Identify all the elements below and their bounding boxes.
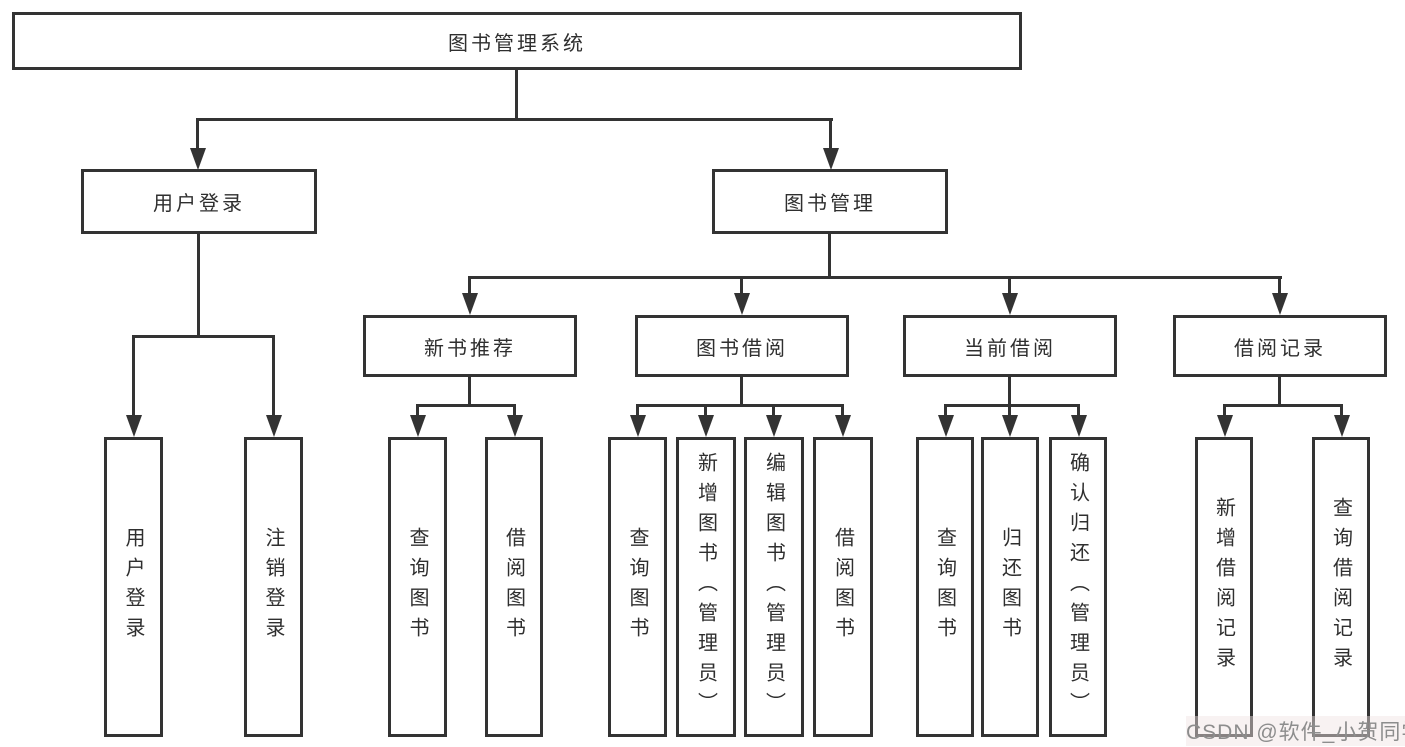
- arrow-down-icon: [507, 415, 523, 437]
- connector-vline: [132, 335, 135, 417]
- node-edit-books-admin: 编辑图书（管理员）: [744, 437, 804, 737]
- arrow-down-icon: [462, 293, 478, 315]
- arrow-down-icon: [410, 415, 426, 437]
- leaf-label: 查询图书: [933, 527, 956, 647]
- leaf-label: 注销登录: [262, 527, 284, 647]
- leaf-label: 归还图书: [998, 527, 1021, 647]
- node-query-books-recommend: 查询图书: [388, 437, 447, 737]
- connector-vline: [841, 404, 844, 417]
- node-borrow-books: 借阅图书: [813, 437, 873, 737]
- leaf-label: 编辑图书（管理员）: [762, 452, 785, 722]
- leaf-label: 借阅图书: [502, 527, 525, 647]
- node-user-login: 用户登录: [81, 169, 317, 234]
- node-confirm-return-admin: 确认归还（管理员）: [1049, 437, 1107, 737]
- node-query-books-borrow: 查询图书: [608, 437, 667, 737]
- leaf-label: 新增图书（管理员）: [694, 452, 717, 722]
- connector-vline: [468, 377, 471, 406]
- node-query-books-current: 查询图书: [916, 437, 974, 737]
- connector-vline: [272, 335, 275, 417]
- connector-hline: [416, 404, 516, 407]
- arrow-down-icon: [766, 415, 782, 437]
- connector-vline: [944, 404, 947, 417]
- connector-vline: [1008, 276, 1011, 295]
- arrow-down-icon: [698, 415, 714, 437]
- connector-vline: [1008, 404, 1011, 417]
- connector-hline: [1223, 404, 1343, 407]
- connector-vline: [1008, 377, 1011, 406]
- node-return-books: 归还图书: [981, 437, 1039, 737]
- connector-hline: [132, 335, 275, 338]
- connector-vline: [1340, 404, 1343, 417]
- leaf-label: 查询借阅记录: [1329, 497, 1352, 677]
- connector-vline: [196, 118, 199, 150]
- leaf-label: 借阅图书: [831, 527, 854, 647]
- arrow-down-icon: [126, 415, 142, 437]
- arrow-down-icon: [1334, 415, 1350, 437]
- connector-vline: [740, 377, 743, 406]
- connector-hline: [944, 404, 1080, 407]
- connector-vline: [1223, 404, 1226, 417]
- connector-vline: [704, 404, 707, 417]
- node-add-books-admin: 新增图书（管理员）: [676, 437, 736, 737]
- connector-vline: [468, 276, 471, 295]
- arrow-down-icon: [1272, 293, 1288, 315]
- arrow-down-icon: [938, 415, 954, 437]
- arrow-down-icon: [630, 415, 646, 437]
- connector-vline: [636, 404, 639, 417]
- node-borrow-records: 借阅记录: [1173, 315, 1387, 377]
- connector-hline: [636, 404, 844, 407]
- connector-hline: [196, 118, 833, 121]
- connector-vline: [515, 70, 518, 120]
- connector-hline: [469, 276, 1282, 279]
- csdn-watermark: CSDN @软件_小贺同学: [1186, 716, 1405, 746]
- arrow-down-icon: [1071, 415, 1087, 437]
- node-root: 图书管理系统: [12, 12, 1022, 70]
- connector-vline: [1077, 404, 1080, 417]
- connector-vline: [828, 234, 831, 279]
- connector-vline: [772, 404, 775, 417]
- connector-vline: [1278, 377, 1281, 406]
- leaf-label: 查询图书: [406, 527, 428, 647]
- node-book-borrow: 图书借阅: [635, 315, 849, 377]
- node-user-login-leaf: 用户登录: [104, 437, 163, 737]
- connector-vline: [416, 404, 419, 417]
- arrow-down-icon: [734, 293, 750, 315]
- connector-vline: [513, 404, 516, 417]
- arrow-down-icon: [823, 148, 839, 170]
- connector-vline: [740, 276, 743, 295]
- leaf-label: 新增借阅记录: [1212, 497, 1235, 677]
- leaf-label: 确认归还（管理员）: [1066, 452, 1089, 722]
- arrow-down-icon: [835, 415, 851, 437]
- leaf-label: 用户登录: [122, 527, 144, 647]
- arrow-down-icon: [190, 148, 206, 170]
- arrow-down-icon: [1217, 415, 1233, 437]
- connector-vline: [197, 234, 200, 337]
- node-logout-leaf: 注销登录: [244, 437, 303, 737]
- node-current-borrow: 当前借阅: [903, 315, 1117, 377]
- connector-vline: [829, 118, 832, 150]
- connector-vline: [1278, 276, 1281, 295]
- node-new-book-recommend: 新书推荐: [363, 315, 577, 377]
- leaf-label: 查询图书: [626, 527, 648, 647]
- node-book-management: 图书管理: [712, 169, 948, 234]
- node-query-borrow-record: 查询借阅记录: [1312, 437, 1370, 737]
- arrow-down-icon: [266, 415, 282, 437]
- arrow-down-icon: [1002, 415, 1018, 437]
- node-add-borrow-record: 新增借阅记录: [1195, 437, 1253, 737]
- arrow-down-icon: [1002, 293, 1018, 315]
- node-borrow-books-recommend: 借阅图书: [485, 437, 543, 737]
